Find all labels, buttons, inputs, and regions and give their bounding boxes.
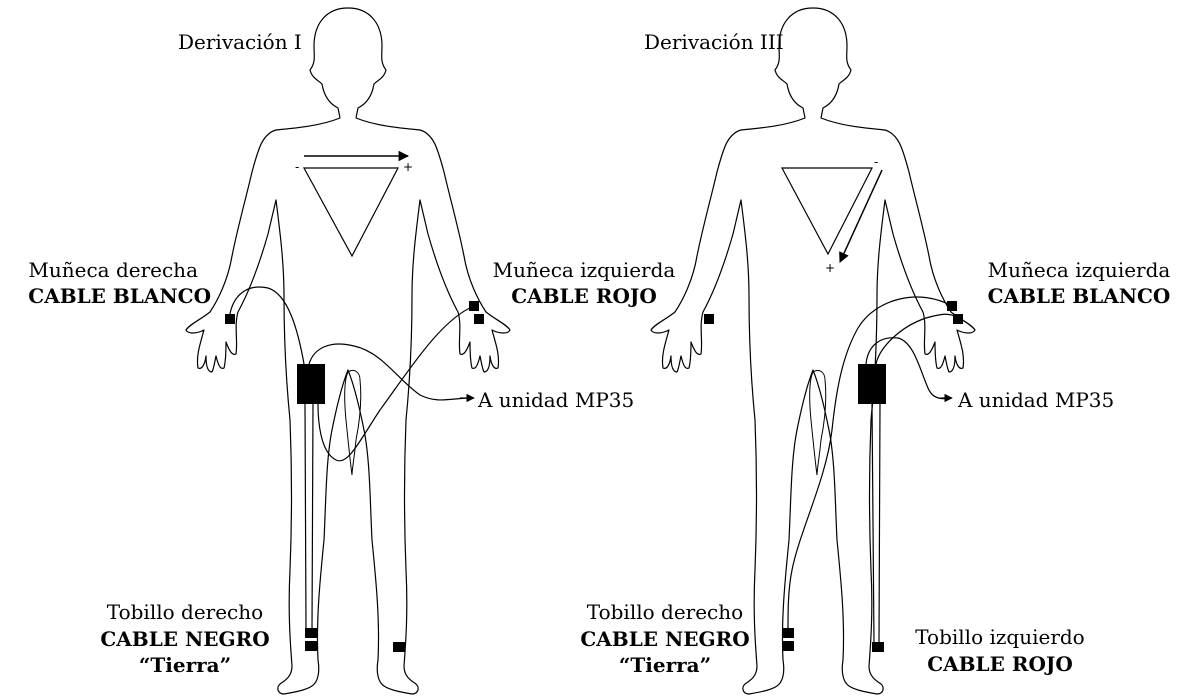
body-figure-lead-3 <box>651 8 975 694</box>
lead-3-vector-arrow <box>840 170 882 262</box>
electrode-right-ankle-lead-1-a <box>305 628 317 638</box>
lead-3-plus-sign: + <box>825 261 835 275</box>
cables-lead-1 <box>229 287 474 630</box>
right-ankle-label-lead-3: Tobillo derecho <box>560 600 770 624</box>
right-ankle-note-lead-3: “Tierra” <box>560 653 770 677</box>
electrode-left-ankle-lead-1 <box>393 642 405 652</box>
lead-1-title: Derivación I <box>178 30 302 54</box>
unit-label-lead-1: A unidad MP35 <box>478 388 634 412</box>
electrode-left-wrist-lead-1-b <box>474 314 484 324</box>
electrode-left-ankle-lead-3 <box>872 642 884 652</box>
lead-3-title: Derivación III <box>644 30 784 54</box>
einthoven-triangle-lead-1 <box>304 168 398 256</box>
lead-connector-box-lead-3 <box>858 364 886 404</box>
right-ankle-label-lead-1: Tobillo derecho <box>80 600 290 624</box>
left-wrist-cable-lead-3: CABLE BLANCO <box>975 284 1183 308</box>
lead-connector-box-lead-1 <box>297 364 325 404</box>
right-wrist-label-lead-1: Muñeca derecha <box>0 258 198 282</box>
lead-3-minus-sign: - <box>874 155 878 169</box>
right-ankle-cable-lead-1: CABLE NEGRO <box>80 627 290 651</box>
left-wrist-cable-lead-1: CABLE ROJO <box>484 284 684 308</box>
right-ankle-note-lead-1: “Tierra” <box>80 653 290 677</box>
einthoven-triangle-lead-3 <box>782 168 872 254</box>
left-wrist-label-lead-3: Muñeca izquierda <box>975 258 1183 282</box>
right-ankle-cable-lead-3: CABLE NEGRO <box>560 627 770 651</box>
lead-1-minus-sign: - <box>295 160 299 174</box>
left-ankle-label-lead-3: Tobillo izquierdo <box>900 625 1100 649</box>
unit-label-lead-3: A unidad MP35 <box>958 388 1114 412</box>
body-figure-lead-1 <box>186 8 510 694</box>
right-wrist-cable-lead-1: CABLE BLANCO <box>0 284 211 308</box>
lead-1-plus-sign: + <box>403 160 413 174</box>
left-ankle-cable-lead-3: CABLE ROJO <box>900 652 1100 676</box>
left-wrist-label-lead-1: Muñeca izquierda <box>484 258 684 282</box>
electrode-right-wrist-lead-3 <box>704 314 714 324</box>
electrode-right-ankle-lead-3-b <box>782 641 794 651</box>
electrode-right-ankle-lead-1-b <box>305 641 317 651</box>
